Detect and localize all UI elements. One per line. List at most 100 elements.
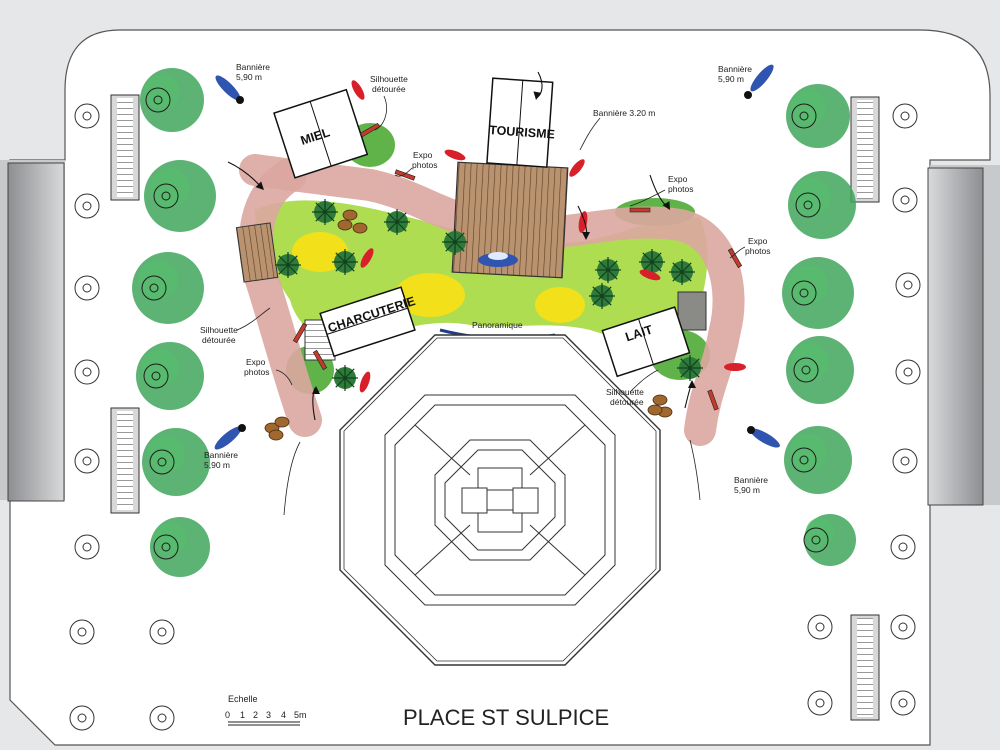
expo-panel-icon: [312, 349, 328, 371]
tree-icon: [142, 428, 210, 496]
leader-lines: [236, 95, 746, 516]
street-lamp-icon: [890, 534, 916, 560]
street-lamp-icon: [74, 275, 100, 301]
flower-bed: [535, 287, 585, 323]
silhouette-icon: [569, 159, 585, 177]
shrub-icon: [669, 259, 695, 285]
label-silhouette-top-2: détourée: [372, 84, 406, 94]
silhouette-icon: [724, 363, 746, 371]
street-lamp-icon: [895, 359, 921, 385]
bench-right-top: [850, 96, 880, 203]
shrub-icon: [384, 209, 410, 235]
label-expo-top-2: photos: [412, 160, 438, 170]
scale-label: Echelle: [228, 694, 258, 704]
scale-tick: 0: [225, 710, 230, 720]
arrow-icon: [533, 71, 543, 100]
arrow-icon: [312, 386, 320, 421]
label-silhouette-right-2: détourée: [610, 397, 644, 407]
label-banniere-tl-size: 5,90 m: [236, 72, 262, 82]
stone-icon: [274, 416, 290, 428]
expo-panel-icon: [727, 247, 743, 269]
stall-tourisme: TOURISME: [486, 77, 555, 168]
rocks-lait: [677, 291, 707, 331]
tree-icon: [132, 252, 204, 324]
stall-miel: MIEL: [273, 88, 369, 179]
street-lamp-icon: [890, 690, 916, 716]
street-lamp-icon: [807, 614, 833, 640]
silhouette-icon: [351, 80, 365, 100]
tree-icon: [803, 514, 856, 566]
stone-icon: [268, 429, 284, 441]
street-lamp-icon: [149, 705, 175, 731]
banner-icon: [744, 64, 774, 99]
label-expo-left-1: Expo: [246, 357, 266, 367]
stone-icon: [352, 222, 368, 234]
label-expo-midright-2: photos: [668, 184, 694, 194]
label-banniere-bl-name: Bannière: [204, 450, 238, 460]
label-panoramique: Panoramique: [472, 320, 523, 330]
tree-icon: [788, 171, 856, 239]
label-banniere-br-size: 5,90 m: [734, 485, 760, 495]
label-expo-right-2: photos: [745, 246, 771, 256]
label-banniere-tr-size: 5,90 m: [718, 74, 744, 84]
silhouette-icon: [444, 149, 466, 161]
flower-bed: [395, 273, 465, 317]
street-lamp-icon: [74, 359, 100, 385]
stone-icon: [342, 209, 358, 221]
stone-icon: [652, 394, 668, 406]
label-expo-midright-1: Expo: [668, 174, 688, 184]
shrubs: [264, 199, 703, 441]
bridge-left: [235, 222, 279, 283]
banner-icon: [215, 75, 244, 104]
street-lamp-icon: [149, 619, 175, 645]
street-lamp-icon: [69, 705, 95, 731]
arrow-icon: [227, 161, 264, 190]
expo-panel-icon: [359, 122, 381, 138]
left-building: [0, 160, 65, 502]
shrub-icon: [312, 199, 338, 225]
banner-icon: [747, 426, 780, 448]
shrub-icon: [639, 249, 665, 275]
stone-icon: [337, 219, 353, 231]
shrub-icon: [332, 249, 358, 275]
label-silhouette-right-1: Silhouette: [606, 387, 644, 397]
expo-panel-icon: [707, 389, 719, 411]
plan-title: PLACE ST SULPICE: [403, 705, 609, 730]
label-expo-left-2: photos: [244, 367, 270, 377]
street-lamp-icon: [69, 619, 95, 645]
label-banniere-tr-name: Bannière: [718, 64, 752, 74]
tree-icon: [782, 257, 854, 329]
tree-icon: [144, 160, 216, 232]
silhouette-icon: [578, 211, 588, 233]
scale-bar: Echelle 0 1 2 3 4 5m: [225, 694, 307, 726]
tree-icon: [140, 68, 204, 132]
label-silhouette-left-2: détourée: [202, 335, 236, 345]
winding-path: [239, 154, 745, 446]
silhouette-icon: [639, 269, 661, 281]
silhouette-icon: [359, 371, 371, 393]
expo-panel-icon: [629, 207, 651, 213]
street-lamp-icon: [807, 690, 833, 716]
tree-icon: [784, 426, 852, 494]
stall-lait: LAIT: [601, 306, 691, 378]
expo-panel-icon: [292, 322, 308, 344]
street-lamp-icon: [895, 272, 921, 298]
silhouettes: [292, 80, 746, 411]
tree-icon: [786, 84, 850, 148]
arrow-icon: [577, 205, 590, 240]
shrub-icon: [677, 355, 703, 381]
street-lamp-icon: [892, 187, 918, 213]
bench-left-top: [110, 94, 140, 201]
silhouette-icon: [360, 248, 374, 268]
street-lamp-icon: [74, 193, 100, 219]
label-expo-right-1: Expo: [748, 236, 768, 246]
tree-icon: [150, 517, 210, 577]
street-lamp-icon: [890, 614, 916, 640]
street-lamp-icon: [74, 448, 100, 474]
shrub-icon: [442, 229, 468, 255]
arrow-icon: [684, 380, 696, 409]
street-lamp-icon: [74, 534, 100, 560]
label-banniere-bl-size: 5,90 m: [204, 460, 230, 470]
stone-icon: [647, 404, 663, 416]
